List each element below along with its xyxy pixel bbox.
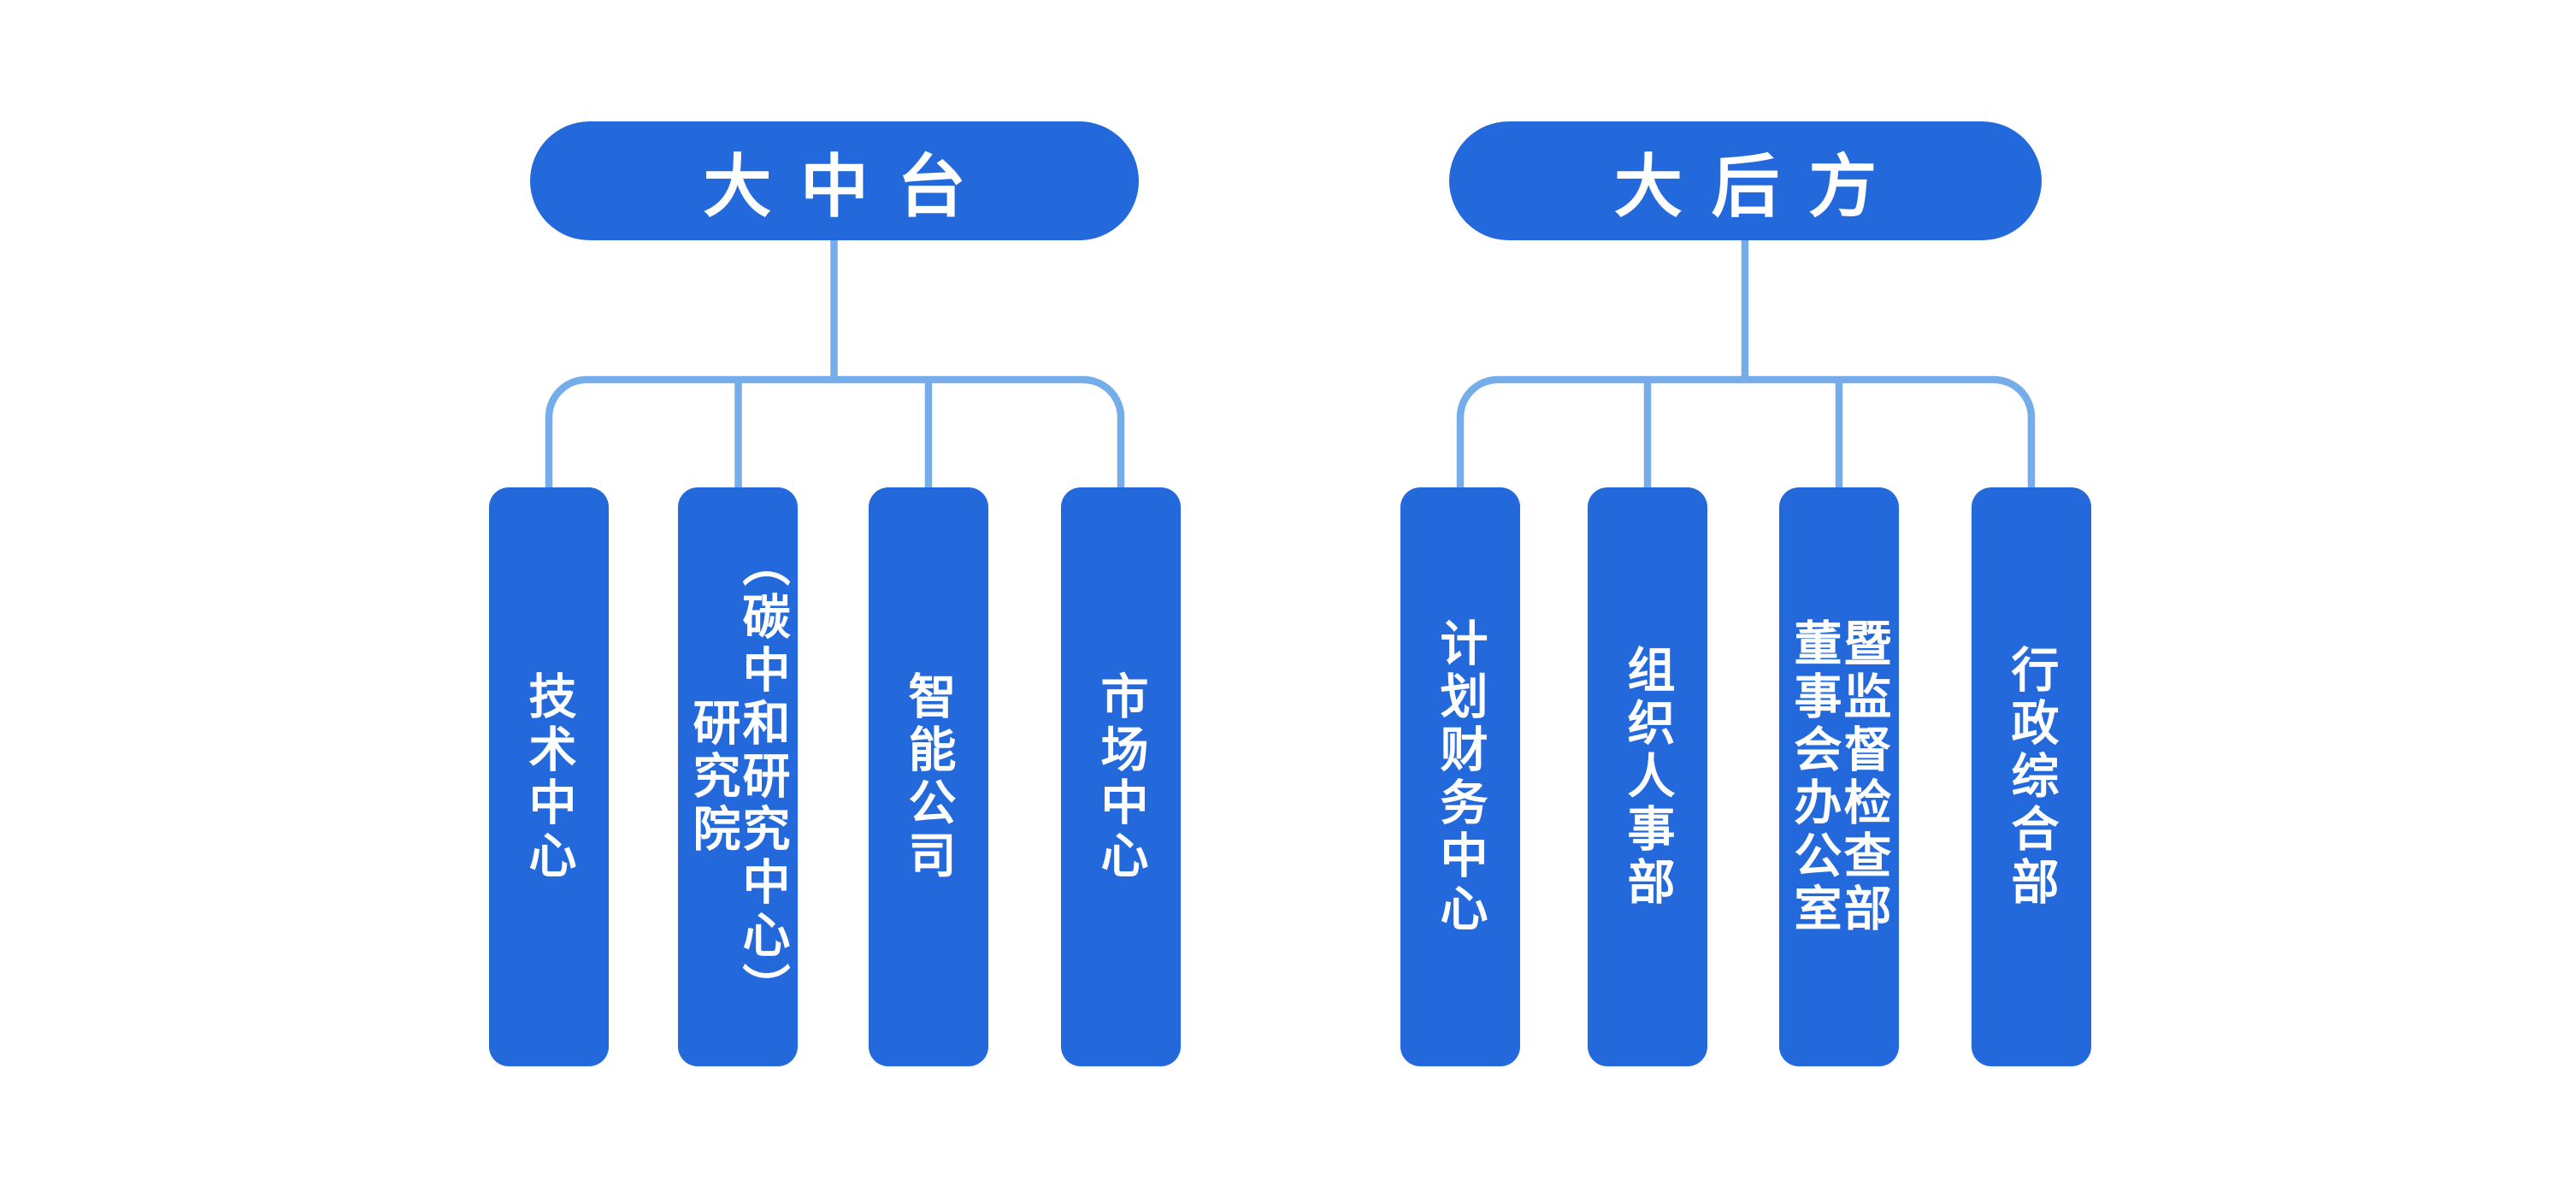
connector-left-bus <box>545 375 1125 487</box>
child-node-board-office-supervision[interactable]: 董事会办公室 暨监督检查部 <box>1779 487 1899 1066</box>
root-node-middle-platform[interactable]: 大中台 <box>530 121 1139 240</box>
child-node-label: 计划财务中心 <box>1434 617 1488 936</box>
child-node-market-center[interactable]: 市场中心 <box>1061 487 1181 1066</box>
child-node-admin-general-dept[interactable]: 行政综合部 <box>1972 487 2091 1066</box>
root-node-label: 大中台 <box>703 148 995 225</box>
child-node-intelligent-company[interactable]: 智能公司 <box>869 487 988 1066</box>
child-node-label: 组织人事部 <box>1621 644 1675 910</box>
root-node-rear-support[interactable]: 大后方 <box>1449 121 2042 240</box>
child-node-label: 行政综合部 <box>2005 644 2059 910</box>
child-node-label: 董事会办公室 暨监督检查部 <box>1788 617 1891 936</box>
child-node-tech-center[interactable]: 技术中心 <box>489 487 609 1066</box>
child-node-label: 研究院 （碳中和研究中心） <box>687 538 790 1016</box>
connector-right-bus <box>1456 375 2036 487</box>
child-node-label: 技术中心 <box>522 670 576 883</box>
child-node-label: 智能公司 <box>902 670 956 883</box>
child-node-research-institute[interactable]: 研究院 （碳中和研究中心） <box>678 487 798 1066</box>
root-node-label: 大后方 <box>1613 148 1906 225</box>
child-node-planning-finance-center[interactable]: 计划财务中心 <box>1400 487 1520 1066</box>
child-node-label: 市场中心 <box>1094 670 1148 883</box>
child-node-org-personnel-dept[interactable]: 组织人事部 <box>1588 487 1707 1066</box>
